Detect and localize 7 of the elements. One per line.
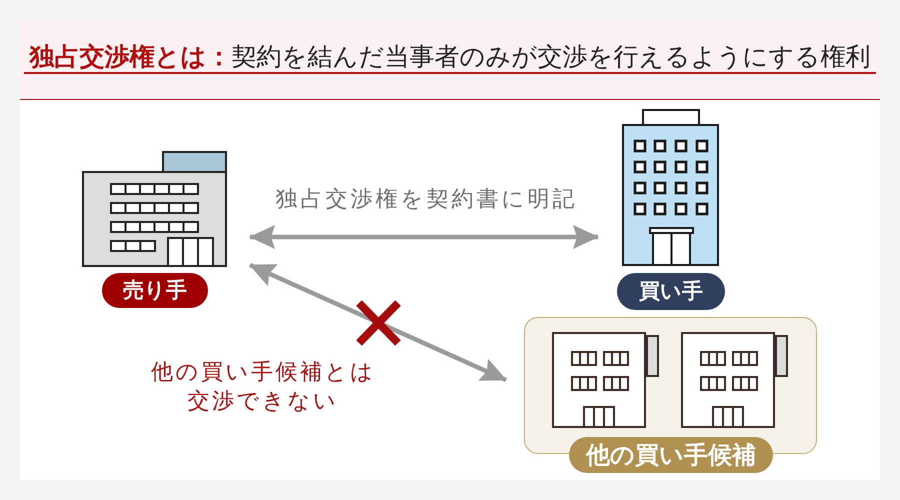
note-text: 他の買い手候補とは交渉できない — [150, 359, 376, 416]
double-arrow — [249, 225, 599, 249]
role-tag: 買い手 — [617, 273, 725, 310]
title-heading: 独占交渉権とは：契約を結んだ当事者のみが交渉を行えるようにする権利 — [30, 42, 870, 72]
role-tag: 他の買い手候補 — [569, 437, 773, 473]
double-arrow — [249, 262, 507, 382]
role-tag: 売り手 — [102, 273, 208, 308]
